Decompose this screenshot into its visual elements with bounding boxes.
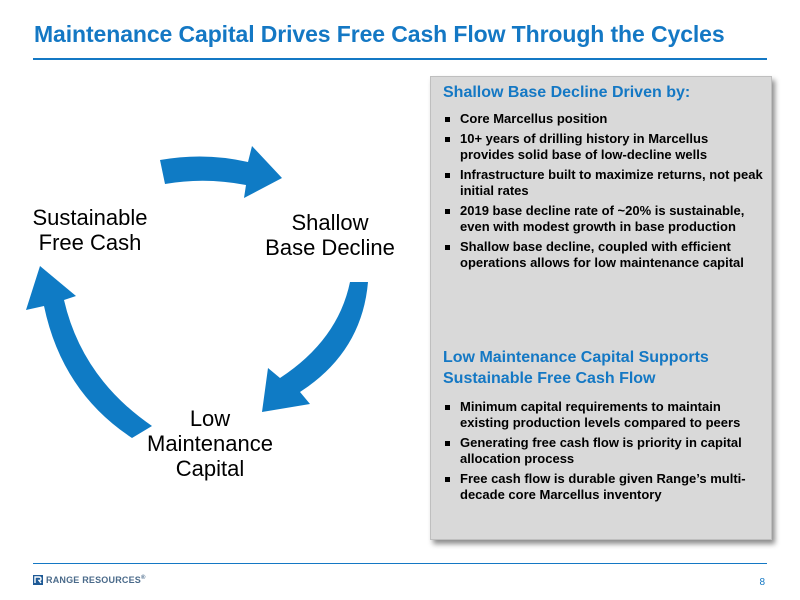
logo-text: RANGE RESOURCES® [46,575,146,585]
list-item: Infrastructure built to maximize returns… [443,167,765,199]
list-item: Minimum capital requirements to maintain… [443,399,765,431]
bullet-text: 2019 base decline rate of ~20% is sustai… [460,203,745,234]
title-divider [33,58,767,60]
bullet-icon [445,209,450,214]
heading-line: Low Maintenance Capital Supports [443,349,709,366]
list-item: Free cash flow is durable given Range’s … [443,471,765,503]
bullet-text: Shallow base decline, coupled with effic… [460,239,744,270]
list-item: Shallow base decline, coupled with effic… [443,239,765,271]
label-line: Shallow [291,210,369,235]
bullet-text: Core Marcellus position [460,111,608,126]
registered-mark: ® [141,575,146,581]
bullet-text: Generating free cash flow is priority in… [460,435,742,466]
arrow-left [26,266,152,438]
footer-divider [33,563,767,564]
bullet-icon [445,441,450,446]
logo-mark-icon [33,575,43,585]
list-item: Generating free cash flow is priority in… [443,435,765,467]
label-line: Maintenance [147,431,273,456]
bullet-text: Free cash flow is durable given Range’s … [460,471,746,502]
label-low-maintenance-capital: Low Maintenance Capital [130,406,290,481]
bullet-icon [445,173,450,178]
panel-heading-decline: Shallow Base Decline Driven by: [443,84,691,101]
label-shallow-base-decline: Shallow Base Decline [250,210,410,260]
bullet-icon [445,405,450,410]
logo-wordmark: RANGE RESOURCES [46,575,142,585]
capital-bullet-list: Minimum capital requirements to maintain… [443,399,765,507]
bullet-text: Infrastructure built to maximize returns… [460,167,763,198]
panel-heading-capital: Low Maintenance Capital Supports Sustain… [443,347,709,389]
bullet-text: Minimum capital requirements to maintain… [460,399,741,430]
label-line: Capital [175,456,245,481]
info-panel: Shallow Base Decline Driven by: Core Mar… [430,76,772,540]
decline-bullet-list: Core Marcellus position 10+ years of dri… [443,111,765,275]
label-line: Base Decline [265,235,395,260]
page-number: 8 [759,577,765,588]
arrow-top [160,146,282,198]
bullet-icon [445,117,450,122]
arrow-right [262,282,368,412]
bullet-icon [445,137,450,142]
heading-line: Sustainable Free Cash Flow [443,370,656,387]
range-resources-logo: RANGE RESOURCES® [33,575,146,585]
cycle-diagram [26,146,368,438]
label-sustainable-free-cash: Sustainable Free Cash [22,205,158,255]
list-item: Core Marcellus position [443,111,765,127]
label-line: Sustainable [32,205,148,230]
list-item: 10+ years of drilling history in Marcell… [443,131,765,163]
list-item: 2019 base decline rate of ~20% is sustai… [443,203,765,235]
label-line: Free Cash [38,230,142,255]
bullet-text: 10+ years of drilling history in Marcell… [460,131,709,162]
bullet-icon [445,477,450,482]
page-title: Maintenance Capital Drives Free Cash Flo… [34,21,725,47]
label-line: Low [189,406,231,431]
bullet-icon [445,245,450,250]
